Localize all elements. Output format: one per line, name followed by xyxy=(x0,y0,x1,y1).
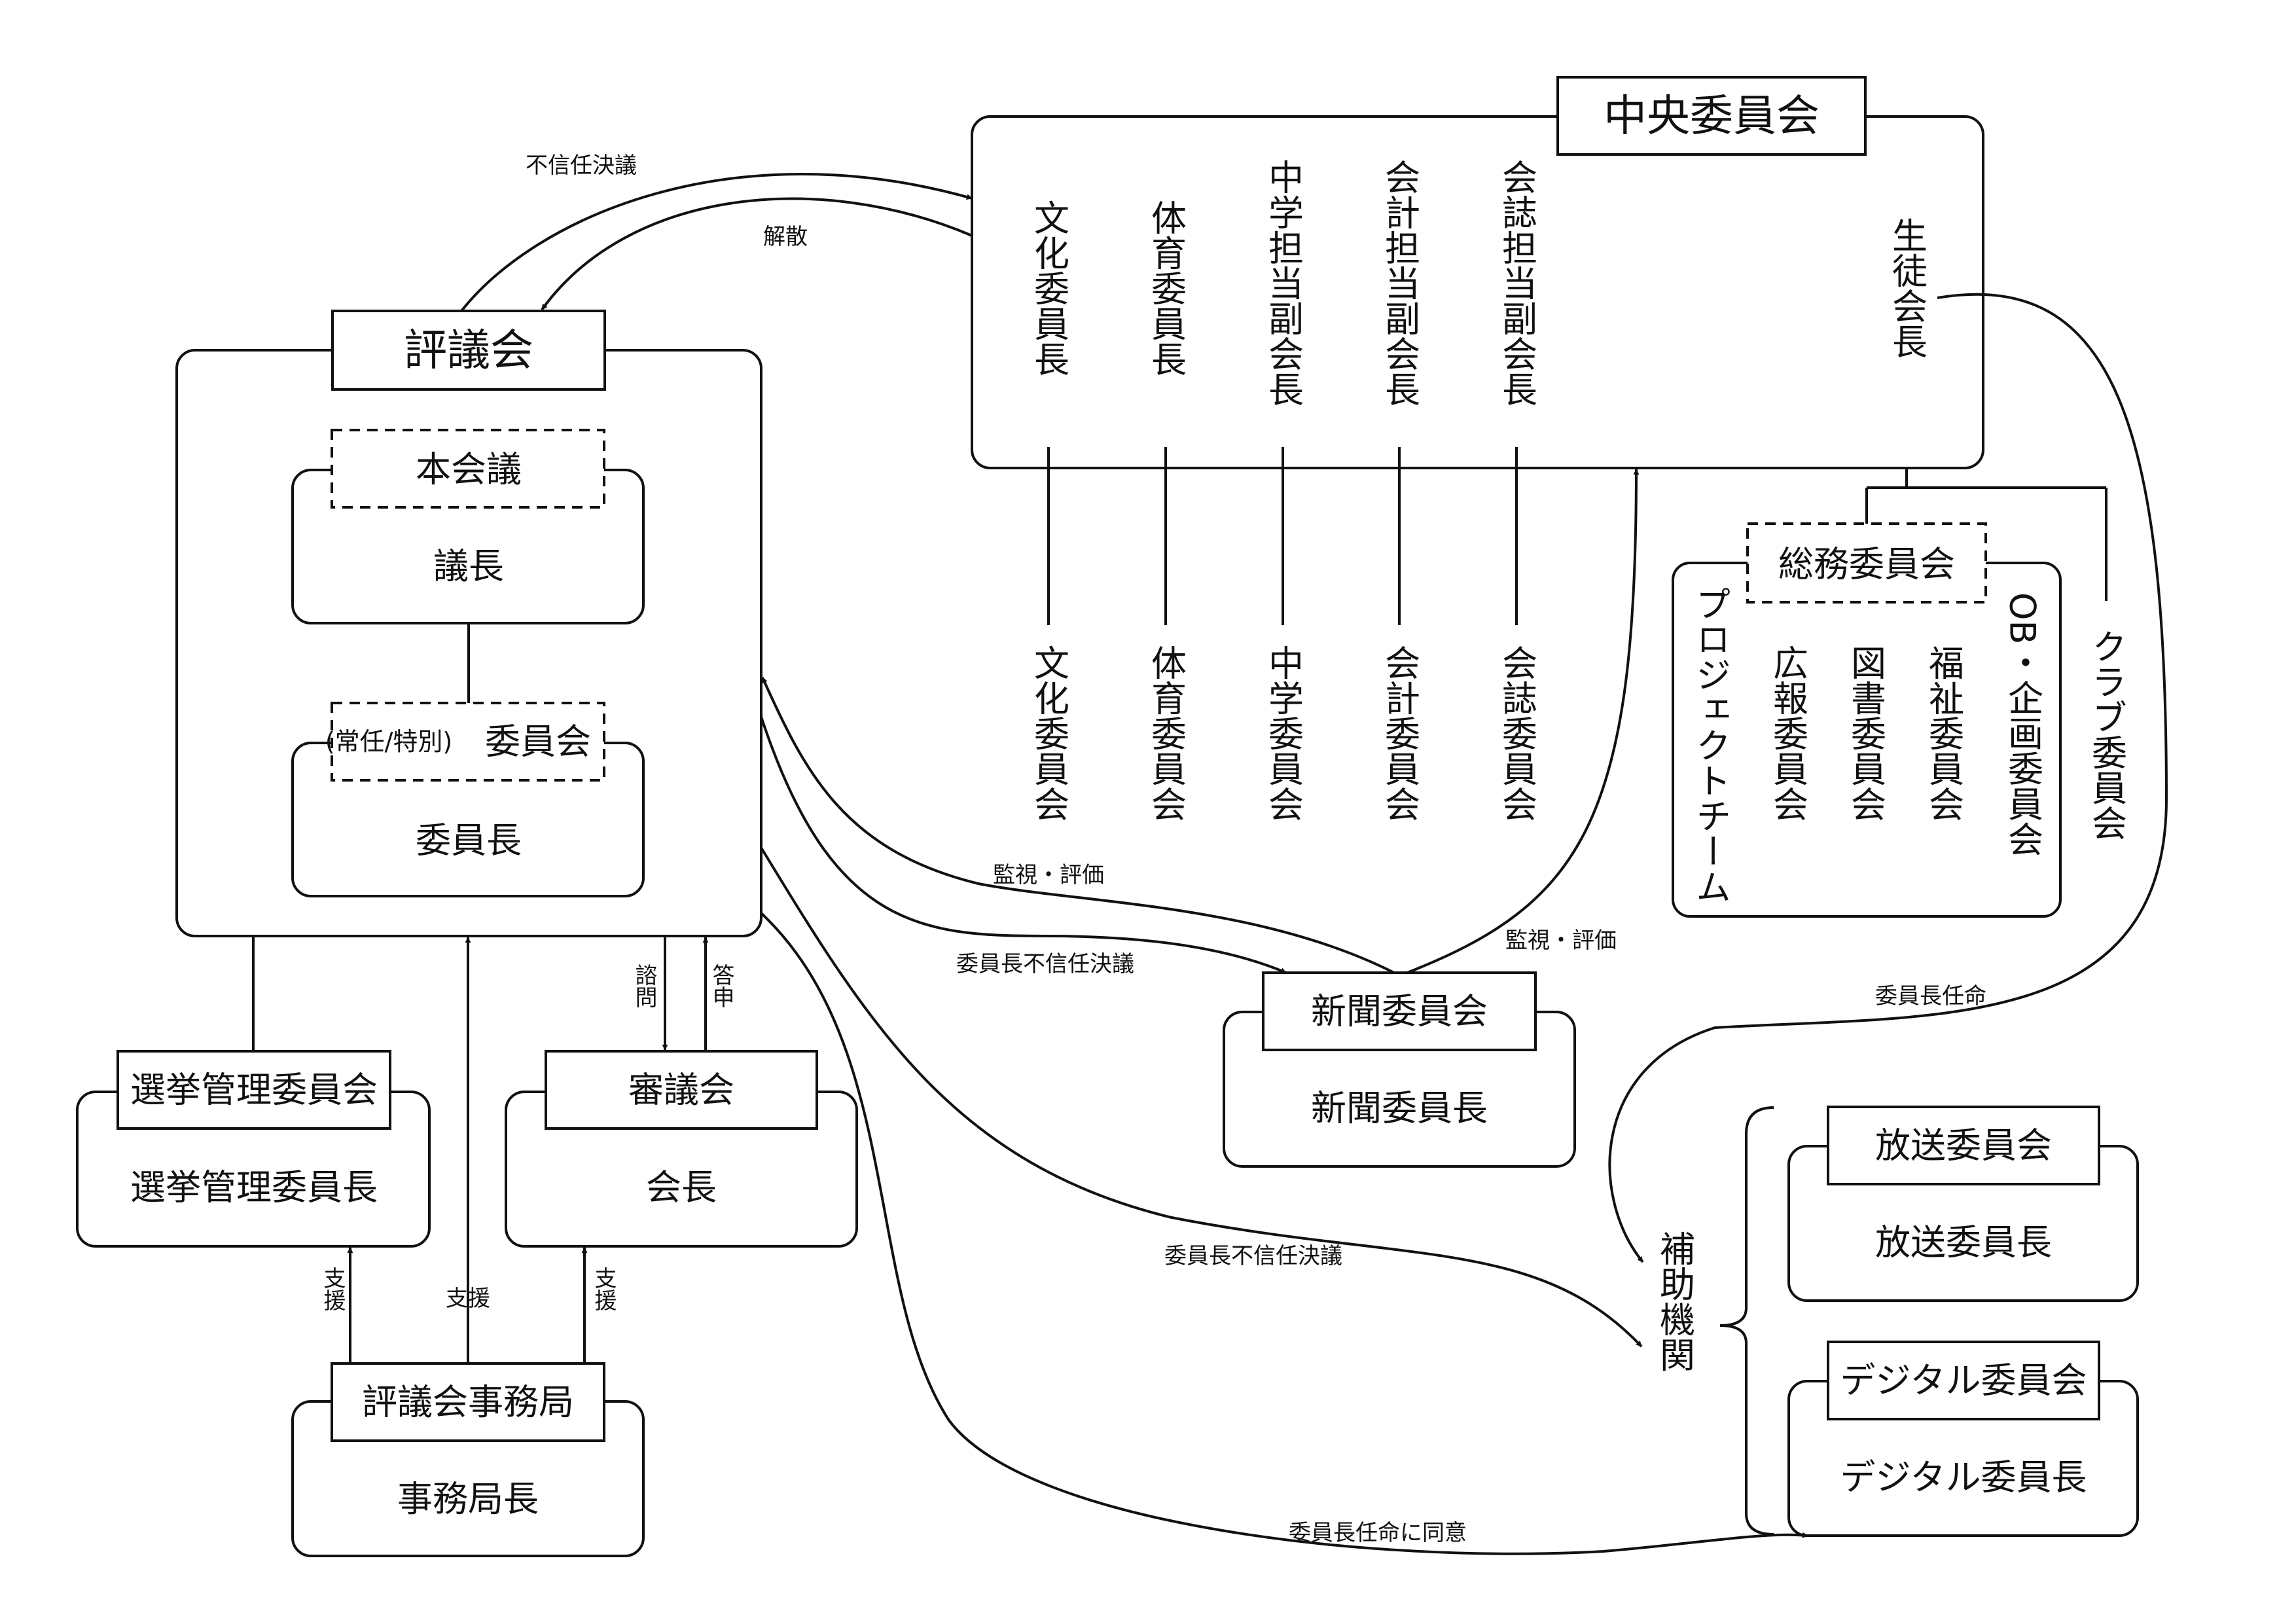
support-label-mid: 支援 xyxy=(446,1286,490,1312)
digital-title: デジタル委員会 xyxy=(1840,1360,2087,1401)
no-confidence-label: 不信任決議 xyxy=(526,153,637,179)
consent-label: 委員長任命に同意 xyxy=(1289,1520,1467,1546)
sports-committee: 体育委員会 xyxy=(1145,645,1187,821)
inquiry-label: 諮問 xyxy=(631,964,657,1008)
election-committee-head: 選挙管理委員長 xyxy=(130,1167,378,1208)
middle-school-committee: 中学委員会 xyxy=(1263,645,1304,821)
pr-committee: 広報委員会 xyxy=(1767,645,1808,821)
council-committee: 委員会 xyxy=(485,721,591,763)
election-committee: 選挙管理委員会 選挙管理委員長 xyxy=(76,936,431,1248)
report-label: 答申 xyxy=(708,964,734,1008)
council: 評議会 本会議 議長 (常任/特別) 委員会 委員長 xyxy=(175,310,762,937)
central-committee-links xyxy=(1047,447,1518,625)
journal-committee: 会誌委員会 xyxy=(1496,645,1537,821)
secretariat-head: 事務局長 xyxy=(397,1479,539,1520)
officer-journal-vp: 会誌担当副会長 xyxy=(1496,159,1537,406)
chair-no-confidence-label-1: 委員長不信任決議 xyxy=(956,951,1134,977)
auxiliary-organs: 補助機関 放送委員会 放送委員長 デジタル委員会 デジタル委員長 xyxy=(1654,1106,2139,1537)
deliberation-council: 審議会 会長 xyxy=(505,1050,858,1248)
central-committee: 中央委員会 文化委員長 体育委員長 中学担当副会長 会計担当副会長 会誌担当副会… xyxy=(971,76,1984,469)
deliberation-head: 会長 xyxy=(646,1167,717,1208)
secretariat-title: 評議会事務局 xyxy=(362,1382,574,1423)
culture-committee: 文化委員会 xyxy=(1028,645,1069,821)
chair-no-confidence-label-2: 委員長不信任決議 xyxy=(1164,1243,1342,1269)
digital-head: デジタル委員長 xyxy=(1840,1457,2087,1498)
council-chair: 議長 xyxy=(433,546,504,587)
broadcast-head: 放送委員長 xyxy=(1875,1222,2052,1263)
central-committee-title: 中央委員会 xyxy=(1604,91,1820,141)
monitor-left-label: 監視・評価 xyxy=(993,862,1104,888)
inquiry-report-arrows: 諮問 答申 xyxy=(631,936,734,1051)
committee-type: (常任/特別) xyxy=(325,727,452,756)
club-committee: クラブ委員会 xyxy=(2086,628,2127,840)
support-label-left: 支援 xyxy=(319,1267,346,1311)
secretariat: 評議会事務局 事務局長 xyxy=(291,1362,645,1557)
newspaper-title: 新聞委員会 xyxy=(1311,991,1488,1032)
deliberation-title: 審議会 xyxy=(628,1070,734,1111)
accounting-committee: 会計委員会 xyxy=(1379,645,1420,821)
officer-president: 生徒会長 xyxy=(1886,217,1928,359)
monitor-right-label: 監視・評価 xyxy=(1505,928,1617,954)
newspaper-committee: 新聞委員会 新聞委員長 xyxy=(1223,971,1576,1168)
council-title: 評議会 xyxy=(404,325,533,376)
chair-appoint-label: 委員長任命 xyxy=(1875,983,1986,1009)
election-committee-title: 選挙管理委員会 xyxy=(130,1070,378,1111)
plenary-session: 本会議 xyxy=(416,449,522,490)
library-committee: 図書委員会 xyxy=(1845,645,1886,821)
auxiliary-label: 補助機関 xyxy=(1654,1231,1695,1372)
ob-planning-committee: OB・企画委員会 xyxy=(2002,592,2043,857)
general-affairs-committee: 総務委員会 プロジェクトチーム 広報委員会 図書委員会 福祉委員会 OB・企画委… xyxy=(1672,522,2062,918)
newspaper-head: 新聞委員長 xyxy=(1311,1088,1488,1129)
dissolution-label: 解散 xyxy=(763,224,808,250)
relation-arrows: 不信任決議 解散 監視・評価 監視・評価 委員長不信任決議 委員長不信任決議 委… xyxy=(460,153,2168,1555)
officer-culture-chair: 文化委員長 xyxy=(1028,200,1069,376)
broadcast-title: 放送委員会 xyxy=(1875,1125,2052,1166)
officer-accounting-vp: 会計担当副会長 xyxy=(1379,159,1420,406)
president-branch-lines xyxy=(1865,468,2108,601)
support-label-right: 支援 xyxy=(590,1267,617,1311)
officer-sports-chair: 体育委員長 xyxy=(1145,200,1187,376)
support-arrows: 支援 支援 支援 xyxy=(319,937,617,1363)
project-team: プロジェクトチーム xyxy=(1690,586,1731,904)
committee-chair: 委員長 xyxy=(416,820,522,861)
central-subcommittees: 文化委員会 体育委員会 中学委員会 会計委員会 会誌委員会 xyxy=(1028,645,1537,821)
welfare-committee: 福祉委員会 xyxy=(1923,645,1964,821)
general-affairs-title: 総務委員会 xyxy=(1778,544,1955,585)
officer-middle-school-vp: 中学担当副会長 xyxy=(1263,159,1304,406)
